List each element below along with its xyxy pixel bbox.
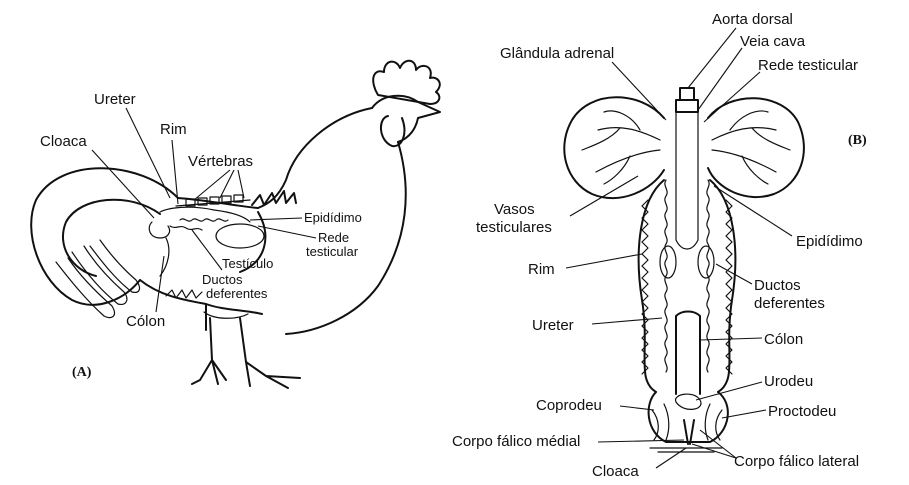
label-epididimo-a: Epidídimo: [304, 210, 362, 225]
label-urodeu: Urodeu: [764, 373, 813, 390]
labels-a: Ureter Rim Cloaca Vértebras Epidídimo Re…: [40, 91, 362, 380]
cloaca-a: [149, 222, 169, 238]
label-ductos-b-2: deferentes: [754, 295, 825, 312]
leg-left: [192, 318, 226, 384]
labels-b: Aorta dorsal Glândula adrenal Veia cava …: [452, 11, 867, 480]
testis-a: [216, 224, 264, 248]
wattle: [381, 116, 404, 146]
label-proctodeu: Proctodeu: [768, 403, 836, 420]
vena-cava: [676, 112, 698, 249]
label-cloaca-a: Cloaca: [40, 133, 87, 150]
label-vasos-b-2: testiculares: [476, 219, 552, 236]
label-glandula-adrenal: Glândula adrenal: [500, 45, 614, 62]
testis-right-vessels: [712, 111, 790, 184]
testis-left-vessels: [582, 111, 660, 184]
kidney-right: [710, 180, 735, 392]
urodeum: [676, 394, 702, 409]
panel-a-tag: (A): [72, 365, 92, 380]
panel-b-tag: (B): [848, 133, 867, 148]
colon-a: [160, 238, 169, 276]
ducts-a: [170, 226, 202, 230]
label-colon-b: Cólon: [764, 331, 803, 348]
label-ductos-a-2: deferentes: [206, 286, 268, 301]
cloaca-b: [649, 392, 728, 442]
label-testiculo-a: Testículo: [222, 256, 273, 271]
label-coprodeu: Coprodeu: [536, 397, 602, 414]
label-rede-testicular-b: Rede testicular: [758, 57, 858, 74]
colon-b: [676, 312, 700, 395]
label-corpo-falico-medial: Corpo fálico médial: [452, 433, 580, 450]
label-rim-b: Rim: [528, 261, 555, 278]
testis-left: [564, 97, 664, 198]
label-rim-a: Rim: [160, 121, 187, 138]
label-ureter-b: Ureter: [532, 317, 574, 334]
label-aorta-dorsal: Aorta dorsal: [712, 11, 793, 28]
label-ureter-a: Ureter: [94, 91, 136, 108]
testis-right: [708, 98, 804, 197]
phallus: [684, 420, 694, 444]
label-vertebras-a: Vértebras: [188, 153, 253, 170]
epididymis-a: [180, 219, 228, 221]
adrenal-right: [698, 246, 714, 278]
label-epididimo-b: Epidídimo: [796, 233, 863, 250]
label-vasos-b-1: Vasos: [494, 201, 535, 218]
label-veia-cava: Veia cava: [740, 33, 806, 50]
label-ductos-a-1: Ductos: [202, 272, 243, 287]
label-colon-a: Cólon: [126, 313, 165, 330]
label-corpo-falico-lateral: Corpo fálico lateral: [734, 453, 859, 470]
label-rede-testicular-a-2: testicular: [306, 244, 359, 259]
tail-inner: [63, 200, 160, 276]
label-rede-testicular-a-1: Rede: [318, 230, 349, 245]
label-cloaca-b: Cloaca: [592, 463, 639, 480]
neck-hackle: [252, 191, 296, 205]
adrenal-left: [660, 246, 676, 278]
tail-sickle-2: [72, 246, 127, 304]
coprodeum-folds: [652, 404, 669, 440]
ductus-right: [707, 180, 709, 372]
label-ductos-b-1: Ductos: [754, 277, 801, 294]
ductus-left: [665, 180, 667, 372]
tail-outer: [31, 168, 178, 305]
kidney-left: [639, 180, 664, 392]
leg-right: [240, 318, 300, 388]
aorta-dorsal: [676, 88, 698, 112]
tail-sickle-1: [56, 258, 114, 318]
neck-back: [258, 108, 372, 208]
